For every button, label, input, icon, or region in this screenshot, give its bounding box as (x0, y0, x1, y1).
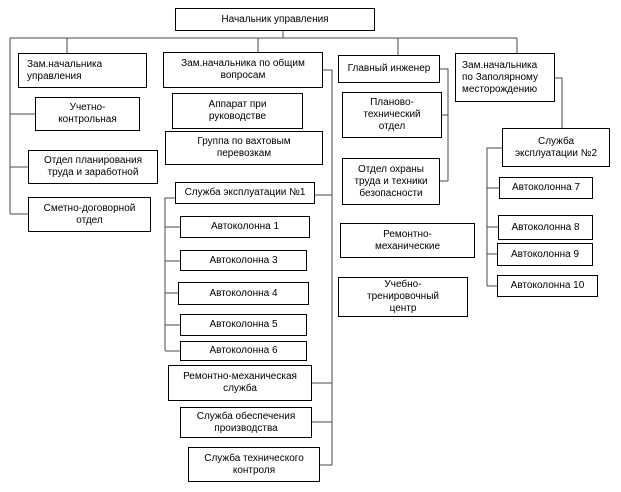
node-label: Учебно-тренировочный центр (367, 279, 439, 314)
node-planning-technical-department: Планово-технический отдел (342, 92, 442, 138)
node-operation-service-1: Служба эксплуатации №1 (175, 182, 315, 204)
node-label: Сметно-договорной отдел (43, 202, 136, 226)
node-motorcade-3: Автоколонна 3 (180, 250, 307, 271)
node-motorcade-9: Автоколонна 9 (497, 243, 593, 266)
node-repair-mechanical-service: Ремонтно-механическая служба (168, 365, 312, 401)
node-motorcade-6: Автоколонна 6 (180, 341, 307, 361)
node-label: Зам.начальника по Заполярному месторожде… (462, 59, 538, 95)
node-label: Ремонтно-механическая служба (183, 371, 297, 394)
node-motorcade-7: Автоколонна 7 (499, 177, 593, 199)
node-label: Планово-технический отдел (363, 97, 421, 132)
node-label: Автоколонна 7 (511, 182, 581, 193)
node-label: Учетно-контрольная (58, 102, 117, 125)
node-label: Автоколонна 6 (209, 345, 278, 356)
node-deputy-head-general-affairs: Зам.начальника по общим вопросам (163, 52, 323, 88)
node-label: Отдел охраны труда и техники безопасност… (354, 163, 428, 199)
node-shift-transport-group: Группа по вахтовым перевозкам (165, 131, 323, 165)
node-motorcade-1: Автоколонна 1 (180, 216, 310, 238)
node-accounting-control-group: Учетно-контрольная (35, 97, 140, 131)
node-repair-mechanical: Ремонтно-механические (340, 223, 475, 258)
node-label: Служба эксплуатации №2 (514, 135, 598, 159)
node-labor-planning-department: Отдел планирования труда и заработной (28, 150, 158, 184)
node-label: Автоколонна 1 (210, 221, 280, 232)
node-label: Автоколонна 8 (511, 221, 580, 233)
node-technical-control-service: Служба технического контроля (188, 447, 320, 482)
node-label: Автоколонна 10 (510, 280, 585, 291)
node-production-support-service: Служба обеспечения производства (180, 407, 312, 438)
node-label: Автоколонна 3 (209, 254, 278, 266)
node-chief-engineer: Главный инженер (338, 55, 440, 83)
node-estimate-contract-department: Сметно-договорной отдел (28, 197, 151, 232)
node-label: Отдел планирования труда и заработной (43, 155, 143, 178)
node-label: Начальник управления (221, 13, 329, 25)
node-label: Автоколонна 4 (209, 287, 278, 299)
node-motorcade-8: Автоколонна 8 (498, 215, 593, 240)
node-labor-safety-department: Отдел охраны труда и техники безопасност… (342, 158, 440, 205)
node-label: Автоколонна 9 (510, 248, 580, 260)
node-label: Главный инженер (347, 63, 431, 74)
node-deputy-head-of-administration: Зам.начальника управления (18, 53, 147, 88)
node-motorcade-4: Автоколонна 4 (178, 282, 309, 305)
node-management-apparatus: Аппарат при руководстве (172, 93, 303, 129)
node-label: Аппарат при руководстве (208, 99, 267, 122)
node-operation-service-2: Служба эксплуатации №2 (502, 128, 610, 167)
node-head-of-administration: Начальник управления (175, 8, 375, 31)
node-label: Ремонтно-механические (374, 228, 441, 252)
node-deputy-head-zapolyarnoye: Зам.начальника по Заполярному месторожде… (455, 53, 555, 102)
node-motorcade-5: Автоколонна 5 (180, 314, 307, 336)
node-label: Служба эксплуатации №1 (184, 187, 306, 198)
node-label: Зам.начальника управления (27, 58, 103, 82)
node-label: Зам.начальника по общим вопросам (181, 58, 305, 81)
node-label: Служба технического контроля (204, 452, 304, 476)
node-training-center: Учебно-тренировочный центр (338, 277, 468, 317)
node-motorcade-10: Автоколонна 10 (497, 275, 598, 297)
node-label: Группа по вахтовым перевозкам (197, 136, 291, 159)
node-label: Служба обеспечения производства (196, 410, 296, 434)
node-label: Автоколонна 5 (209, 319, 278, 330)
